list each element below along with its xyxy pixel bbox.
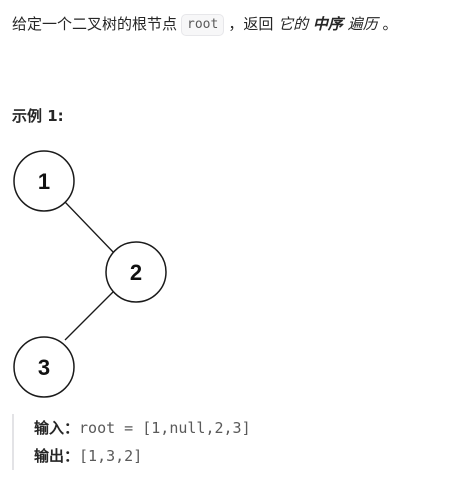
- description-strong-em: 中序: [312, 15, 343, 33]
- tree-node-3-label: 3: [38, 355, 50, 380]
- tree-node-1: 1: [13, 150, 75, 212]
- output-line: 输出：[1,3,2]: [34, 442, 251, 470]
- input-value: root = [1,null,2,3]: [79, 419, 251, 437]
- binary-tree-diagram: 1 2 3: [13, 150, 167, 398]
- description-text: 给定一个二叉树的根节点: [12, 15, 178, 33]
- tree-node-1-label: 1: [38, 169, 50, 194]
- edge-2-3: [64, 289, 116, 341]
- description-em-2: 遍历: [347, 15, 378, 33]
- tree-node-2-label: 2: [130, 260, 142, 285]
- root-code-inline: root: [181, 14, 225, 36]
- example-io-block: 输入：root = [1,null,2,3] 输出：[1,3,2]: [12, 414, 251, 470]
- tree-node-3: 3: [13, 336, 75, 398]
- description-end: 。: [382, 15, 398, 33]
- edge-1-2: [64, 201, 116, 255]
- description-text-2: ，返回: [228, 15, 274, 33]
- output-value: [1,3,2]: [79, 447, 143, 465]
- input-line: 输入：root = [1,null,2,3]: [34, 414, 251, 442]
- description-em-1: 它的: [278, 15, 309, 33]
- input-label: 输入：: [34, 419, 80, 437]
- output-label: 输出：: [34, 447, 80, 465]
- example-title: 示例 1:: [12, 107, 64, 125]
- tree-node-2: 2: [105, 241, 167, 303]
